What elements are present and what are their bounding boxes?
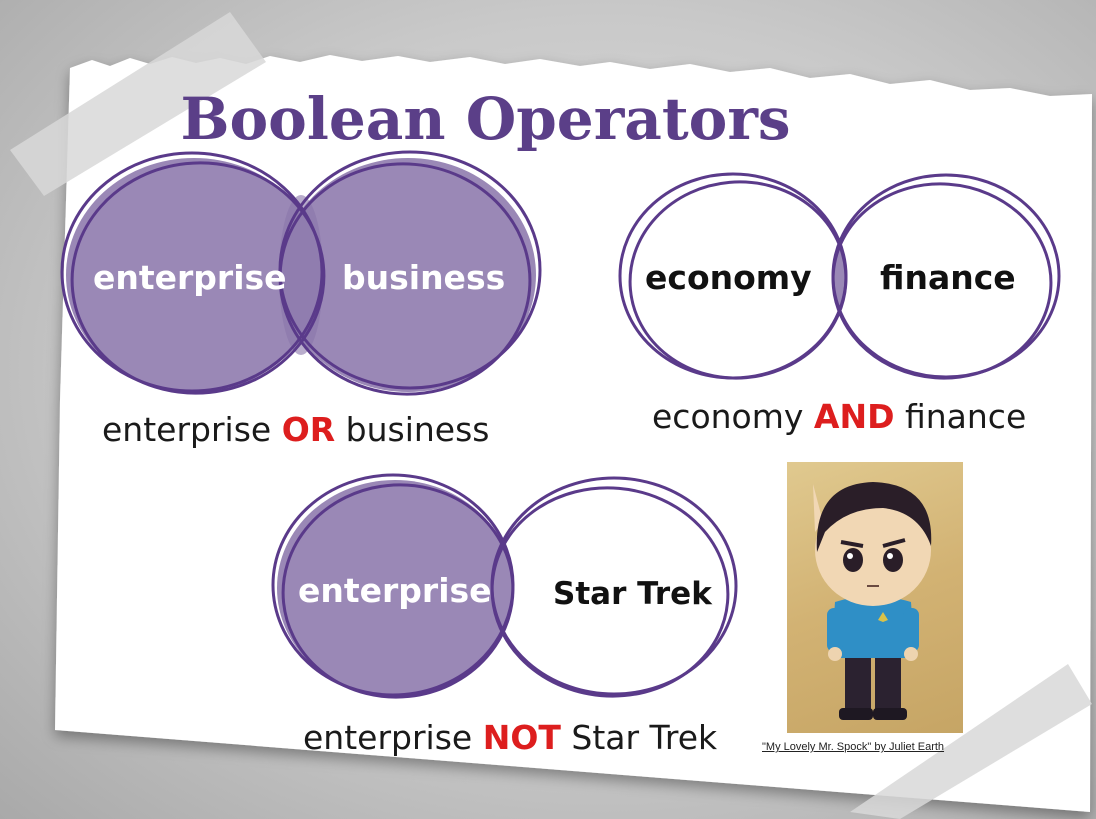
venn-and-caption: economy AND finance: [652, 397, 1026, 436]
venn-or-right-circle: [280, 158, 536, 392]
venn-not-caption-left: enterprise: [303, 718, 483, 757]
venn-or-caption-left: enterprise: [102, 410, 282, 449]
venn-or-caption-right: business: [335, 410, 490, 449]
tape-bottom-right: [850, 664, 1092, 819]
venn-not-caption-right: Star Trek: [560, 718, 718, 757]
venn-not-caption: enterprise NOT Star Trek: [303, 718, 717, 757]
spock-drawing: [813, 482, 932, 720]
venn-or-operator: OR: [281, 410, 336, 449]
spock-illustration: [787, 462, 963, 733]
venn-and-right-label: finance: [880, 258, 1016, 297]
venn-not-right-label: Star Trek: [553, 576, 712, 612]
venn-not-left-circle: [277, 480, 513, 696]
venn-not-operator: NOT: [482, 718, 561, 757]
venn-or-caption: enterprise OR business: [102, 410, 490, 449]
venn-or-left-label: enterprise: [93, 258, 287, 297]
venn-and-caption-right: finance: [894, 397, 1027, 436]
venn-and-operator: AND: [813, 397, 895, 436]
tape-top-left: [10, 12, 266, 196]
venn-not-left-label: enterprise: [298, 571, 492, 610]
venn-or-left-circle: [66, 158, 322, 392]
venn-and-caption-left: economy: [652, 397, 814, 436]
slide-title: Boolean Operators: [180, 85, 791, 153]
venn-and-left-label: economy: [645, 258, 812, 297]
venn-or-right-label: business: [342, 258, 506, 297]
illustration-credit[interactable]: "My Lovely Mr. Spock" by Juliet Earth: [762, 741, 945, 753]
